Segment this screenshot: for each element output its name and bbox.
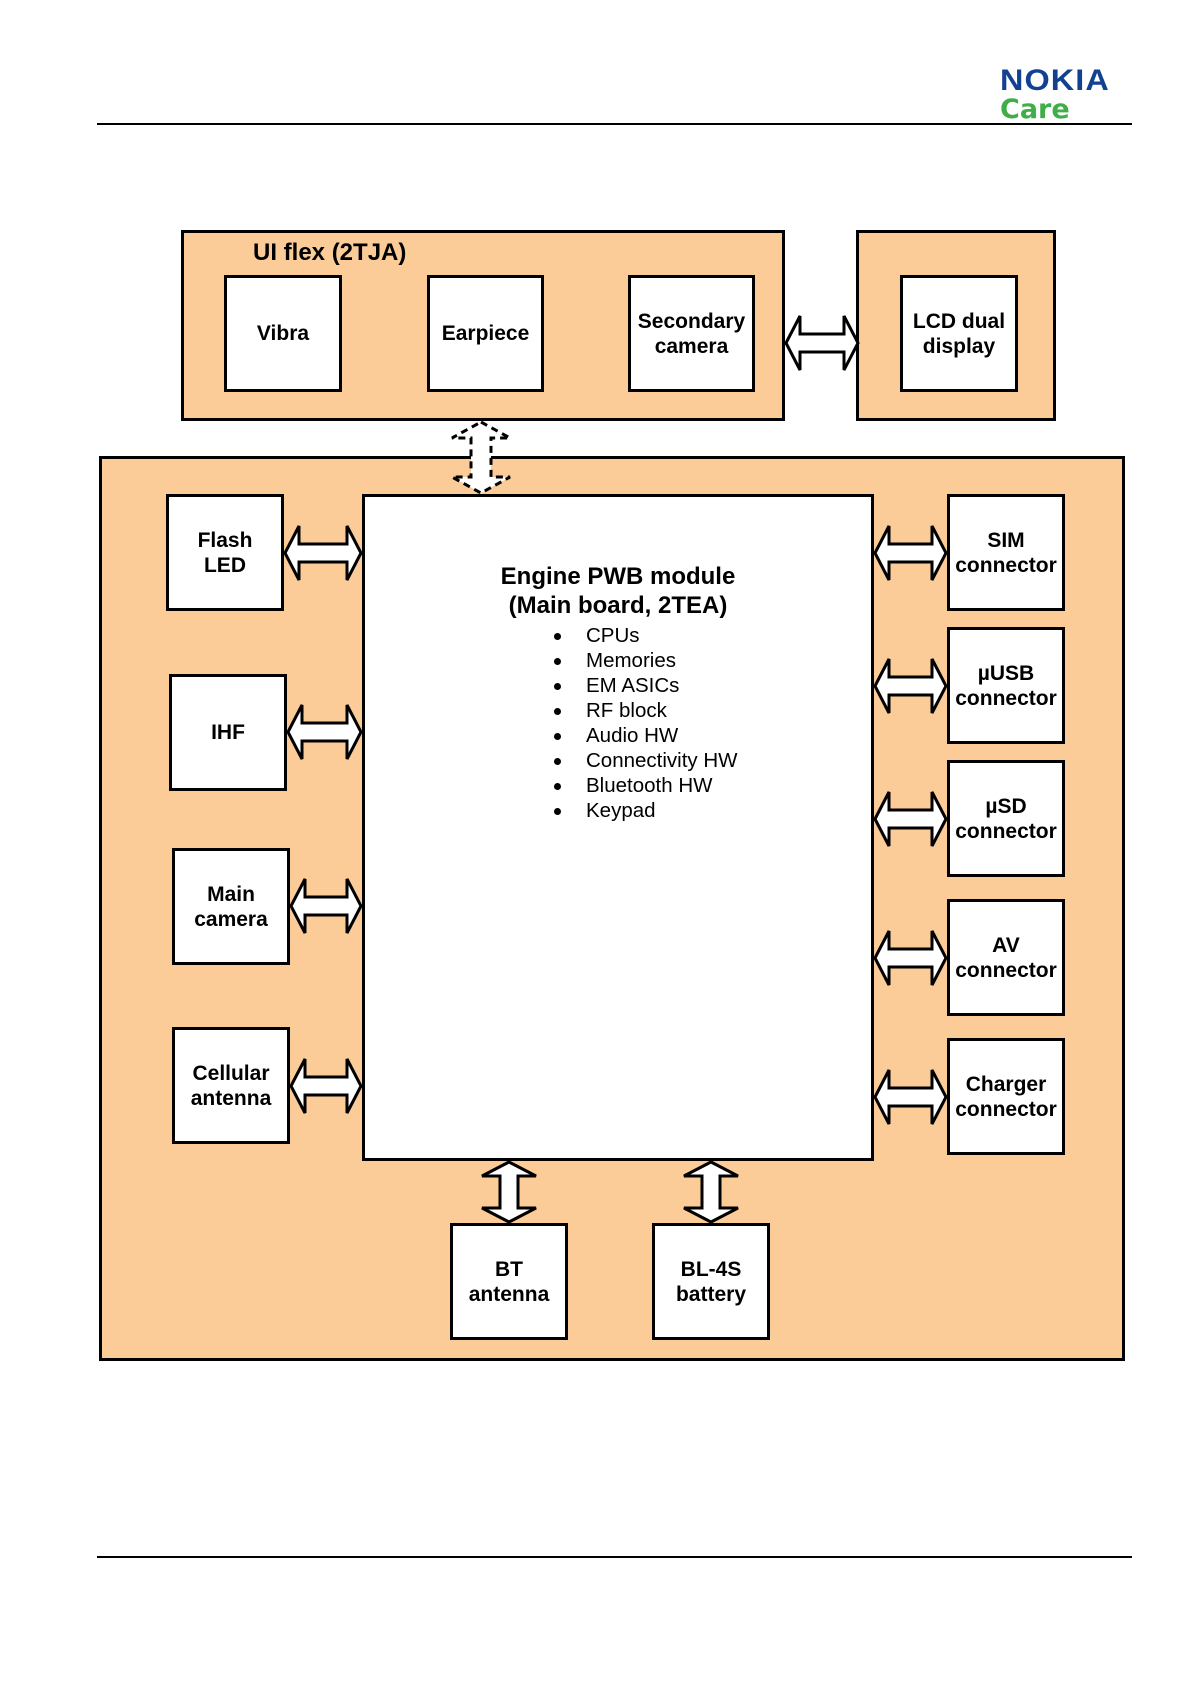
- main-camera-block: Main camera: [172, 848, 290, 965]
- ihf-label: IHF: [211, 721, 245, 744]
- engine-feature: RF block: [549, 698, 738, 723]
- double-arrow: [784, 315, 860, 371]
- cellular-antenna-block: Cellular antenna: [172, 1027, 290, 1144]
- vibra-block: Vibra: [224, 275, 342, 392]
- battery-block: BL-4S battery: [652, 1223, 770, 1340]
- charger-connector-block: Charger connector: [947, 1038, 1065, 1155]
- charger-connector-label: Charger connector: [955, 1072, 1057, 1121]
- engine-title-line2: (Main board, 2TEA): [508, 592, 728, 619]
- ui-flex-title: UI flex (2TJA): [253, 239, 407, 266]
- double-arrow: [873, 930, 948, 986]
- earpiece-block: Earpiece: [427, 275, 544, 392]
- main-camera-label: Main camera: [194, 882, 268, 931]
- engine-title-line1: Engine PWB module: [500, 563, 736, 590]
- flash-led-block: Flash LED: [166, 494, 284, 611]
- engine-feature: Memories: [549, 648, 738, 673]
- double-arrow: [283, 525, 363, 581]
- double-arrow: [873, 1069, 948, 1125]
- sd-connector-block: µSD connector: [947, 760, 1065, 877]
- flash-led-label: Flash LED: [197, 528, 253, 577]
- double-arrow: [286, 704, 363, 760]
- engine-feature: Connectivity HW: [549, 748, 738, 773]
- av-connector-block: AV connector: [947, 899, 1065, 1016]
- bt-antenna-block: BT antenna: [450, 1223, 568, 1340]
- cellular-antenna-label: Cellular antenna: [190, 1061, 272, 1110]
- sim-connector-block: SIM connector: [947, 494, 1065, 611]
- engine-feature: CPUs: [549, 623, 738, 648]
- footer-rule: [97, 1556, 1132, 1558]
- battery-label: BL-4S battery: [675, 1257, 747, 1306]
- header-rule: [97, 123, 1132, 125]
- double-arrow: [873, 525, 948, 581]
- logo-brand: NOKIA: [1000, 64, 1110, 97]
- engine-feature: Bluetooth HW: [549, 773, 738, 798]
- double-arrow: [873, 791, 948, 847]
- usb-connector-block: µUSB connector: [947, 627, 1065, 744]
- secondary-camera-label: Secondary camera: [637, 309, 746, 358]
- earpiece-label: Earpiece: [441, 322, 530, 345]
- lcd-label: LCD dual display: [912, 309, 1006, 358]
- double-arrow: [683, 1160, 739, 1224]
- engine-feature-list: CPUs Memories EM ASICs RF block Audio HW…: [549, 623, 738, 823]
- bt-antenna-label: BT antenna: [468, 1257, 550, 1306]
- secondary-camera-block: Secondary camera: [628, 275, 755, 392]
- double-arrow: [289, 878, 363, 934]
- engine-feature: Audio HW: [549, 723, 738, 748]
- double-arrow: [289, 1058, 363, 1114]
- sd-connector-label: µSD connector: [955, 794, 1057, 843]
- engine-feature: EM ASICs: [549, 673, 738, 698]
- engine-feature: Keypad: [549, 798, 738, 823]
- nokia-care-logo: NOKIA Care: [1000, 66, 1132, 124]
- ihf-block: IHF: [169, 674, 287, 791]
- engine-module: Engine PWB module (Main board, 2TEA) CPU…: [362, 494, 874, 1161]
- sim-connector-label: SIM connector: [955, 528, 1057, 577]
- vibra-label: Vibra: [256, 322, 310, 345]
- logo-care: Care: [1000, 94, 1070, 125]
- lcd-block: LCD dual display: [900, 275, 1018, 392]
- dashed-double-arrow: [451, 420, 511, 495]
- usb-connector-label: µUSB connector: [955, 661, 1057, 710]
- av-connector-label: AV connector: [955, 933, 1057, 982]
- double-arrow: [873, 658, 948, 714]
- double-arrow: [481, 1160, 537, 1224]
